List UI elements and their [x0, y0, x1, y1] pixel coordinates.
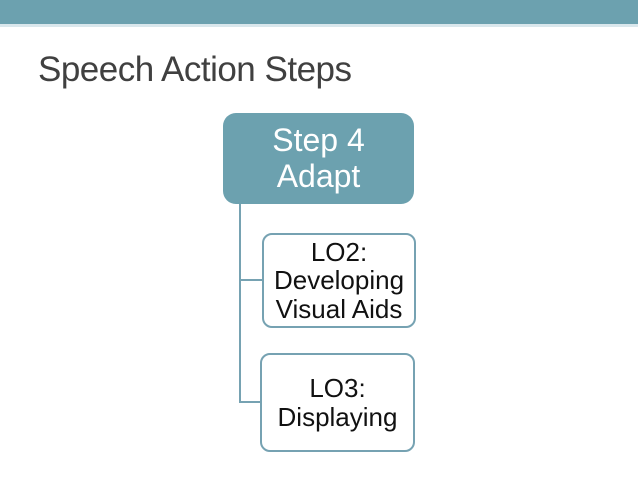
diagram-root-box-step4-adapt: Step 4 Adapt — [223, 113, 414, 204]
lo3-box-line-2: Displaying — [277, 401, 398, 432]
root-box-line-2: Adapt — [276, 157, 361, 194]
slide-title: Speech Action Steps — [38, 50, 352, 89]
lo3-box-line-1: LO3: — [309, 373, 366, 404]
lo2-box-line-2: Developing — [273, 265, 405, 296]
connector-stub-lo3 — [239, 401, 260, 403]
lo2-box-line-1: LO2: — [310, 237, 368, 268]
connector-stub-lo2 — [239, 279, 262, 281]
diagram-child-box-lo3: LO3: Displaying — [260, 353, 415, 452]
connector-vertical-line — [239, 204, 241, 402]
diagram-child-box-lo2: LO2: Developing Visual Aids — [262, 233, 416, 328]
top-accent-band — [0, 0, 638, 24]
accent-band-underline — [0, 24, 638, 27]
lo2-box-line-3: Visual Aids — [275, 293, 403, 324]
root-box-line-1: Step 4 — [272, 121, 365, 158]
